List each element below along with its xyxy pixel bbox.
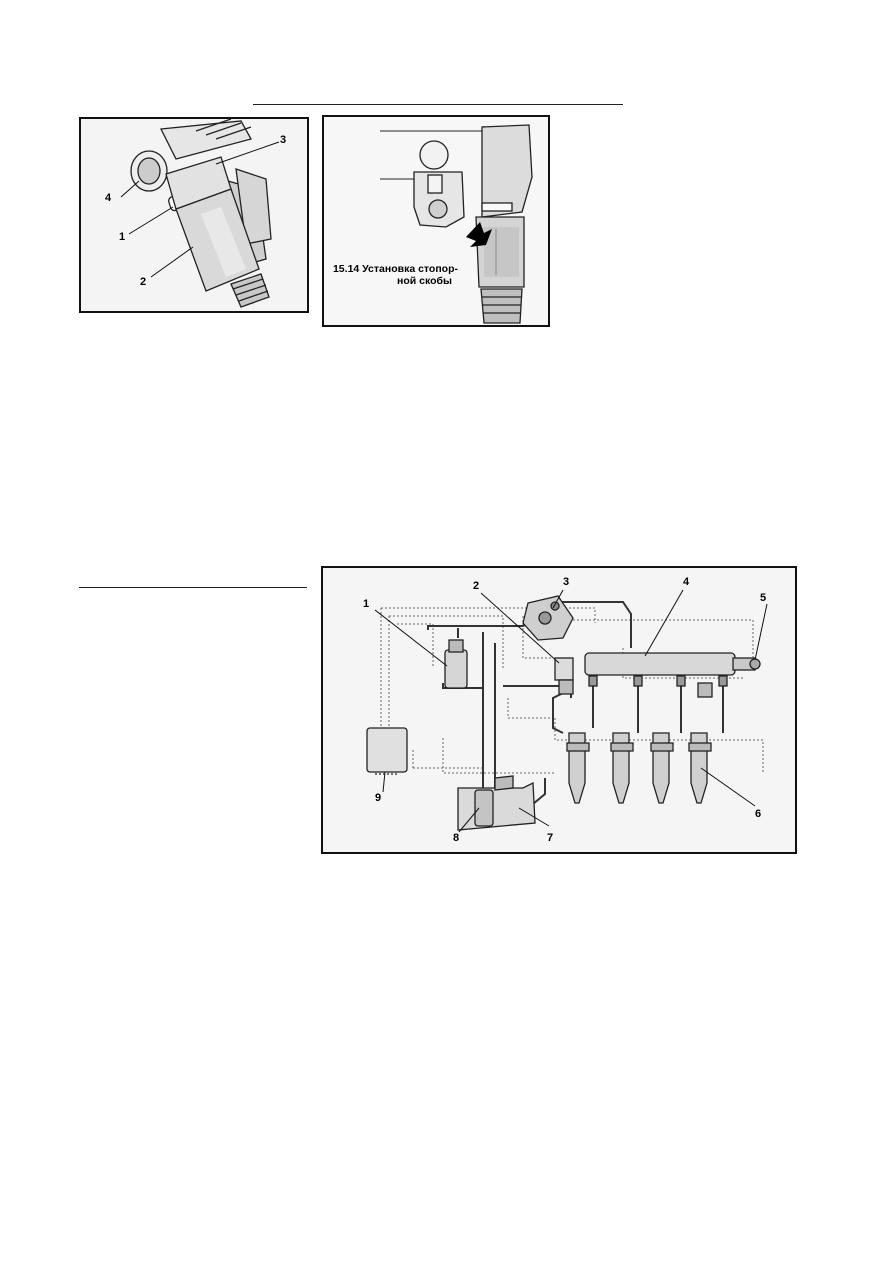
callout-9: 9 <box>375 792 382 804</box>
callout-5: 5 <box>760 592 767 604</box>
figure-caption: 15.14 Установка стопор- ной скобы <box>330 263 458 287</box>
fuel-system-drawing <box>366 589 768 833</box>
callout-8: 8 <box>453 832 460 844</box>
fuel-system-diagram: 1 2 3 4 5 6 7 8 9 <box>321 566 797 854</box>
injector-figure: 4 1 2 3 <box>79 117 309 313</box>
callout-3: 3 <box>563 576 570 588</box>
callout-7: 7 <box>547 832 554 844</box>
callout-2: 2 <box>140 276 147 288</box>
callout-6: 6 <box>755 808 762 820</box>
section-divider <box>79 587 307 588</box>
callout-4: 4 <box>105 192 112 204</box>
callout-4: 4 <box>683 576 690 588</box>
caption-line-1: 15.14 Установка стопор- <box>332 263 458 275</box>
retaining-clip-figure: 15.14 Установка стопор- ной скобы <box>322 115 550 327</box>
retaining-clip-drawing <box>380 124 533 324</box>
caption-line-2: ной скобы <box>397 275 452 287</box>
callout-3: 3 <box>280 134 287 146</box>
callout-1: 1 <box>119 231 126 243</box>
callout-1: 1 <box>363 598 370 610</box>
callout-2: 2 <box>473 580 480 592</box>
top-divider <box>253 104 623 105</box>
injector-drawing <box>120 119 280 308</box>
